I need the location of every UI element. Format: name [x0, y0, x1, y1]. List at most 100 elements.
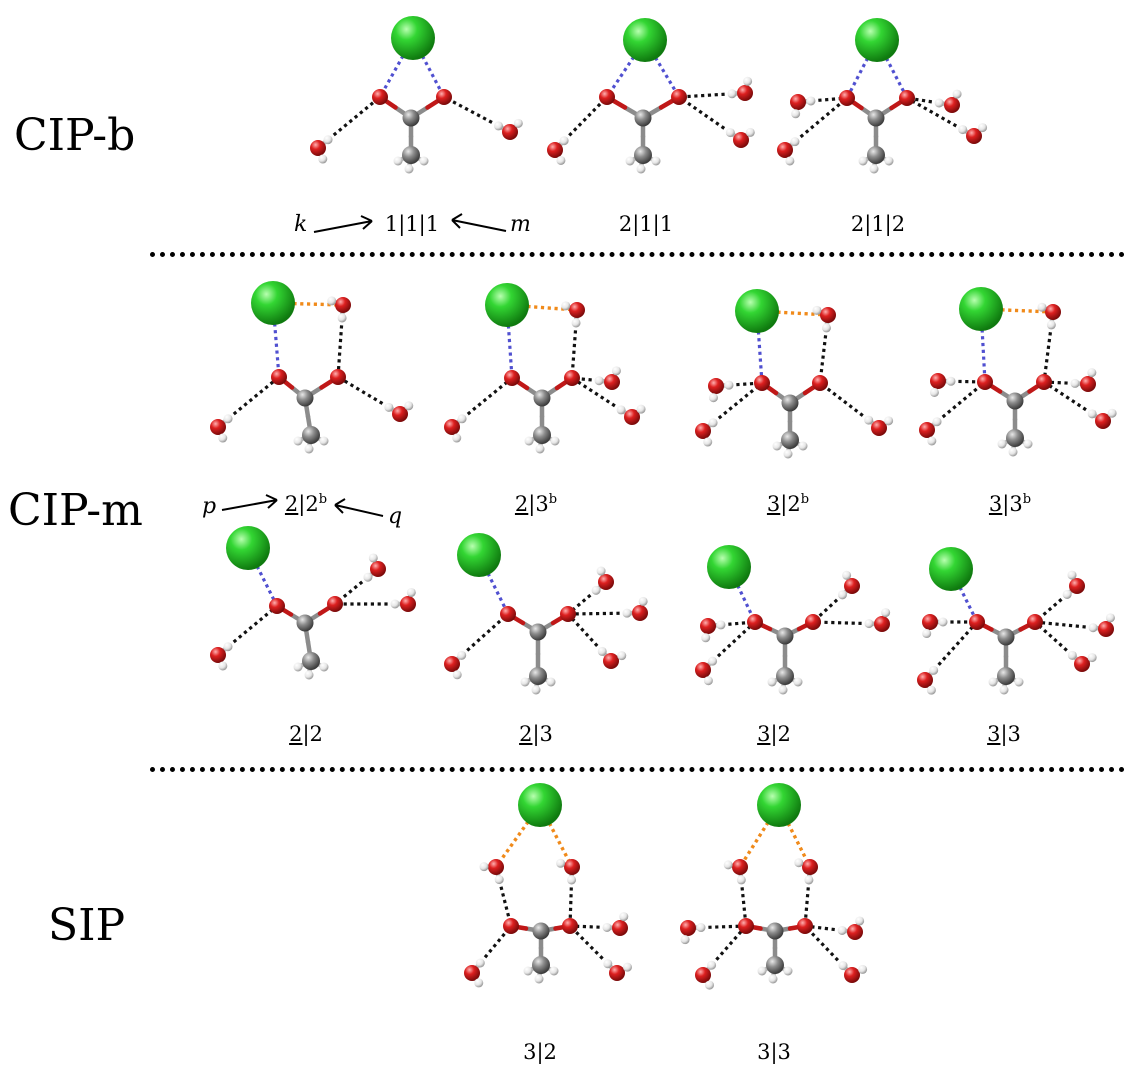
label-m2: 2|3: [519, 722, 553, 746]
hydrogen-atom: [864, 415, 874, 425]
structure-s2: [680, 783, 868, 990]
hydrogen-atom: [393, 156, 403, 166]
carboxylate-oxygen-atom: [564, 370, 580, 386]
carboxylate-oxygen-atom: [327, 596, 343, 612]
hydrogen-atom: [701, 633, 711, 643]
carboxyl-carbon-atom: [529, 623, 547, 641]
hydrogen-atom: [707, 960, 717, 970]
hydrogen-atom: [869, 164, 879, 174]
ion-water-contact: [538, 804, 574, 868]
row-title-sip: SIP: [48, 900, 126, 951]
water-oxygen-atom: [802, 859, 818, 875]
hydrogen-atom: [559, 136, 569, 146]
water-oxygen-atom: [1045, 304, 1061, 320]
annotation-p: p: [202, 494, 217, 519]
water-oxygen-atom: [732, 859, 748, 875]
carboxylate-oxygen-atom: [738, 918, 754, 934]
hydrogen-atom: [842, 570, 852, 580]
ion-sphere: [251, 281, 295, 325]
hydrogen-atom: [636, 404, 646, 414]
water-oxygen-atom: [847, 924, 863, 940]
hydrogen-atom: [1070, 378, 1080, 388]
hydrogen-atom: [1014, 677, 1024, 687]
hydrogen-atom: [793, 677, 803, 687]
water-oxygen-atom: [790, 94, 806, 110]
carboxylate-oxygen-atom: [747, 614, 763, 630]
hydrogen-atom: [1062, 589, 1072, 599]
water-oxygen-atom: [400, 596, 416, 612]
hbond-line: [701, 381, 764, 433]
ion-oxygen-contact: [845, 39, 879, 99]
ion-water-contact: [506, 303, 578, 312]
carboxylate-oxygen-atom: [812, 375, 828, 391]
hydrogen-atom: [952, 89, 962, 99]
hydrogen-atom: [708, 393, 718, 403]
hydrogen-atom: [922, 629, 932, 639]
carboxyl-carbon-atom: [296, 614, 314, 632]
carboxyl-carbon-atom: [296, 389, 314, 407]
structure-mb3: [695, 289, 894, 459]
structure-mb2: [444, 283, 646, 454]
hydrogen-atom: [703, 437, 713, 447]
carboxylate-oxygen-atom: [797, 918, 813, 934]
hbond-line: [494, 866, 513, 927]
hbond-line: [450, 612, 510, 666]
hydrogen-atom: [1046, 320, 1056, 330]
annotation-q: q: [388, 504, 403, 529]
hydrogen-atom: [524, 436, 534, 446]
carboxyl-carbon-atom: [1006, 392, 1024, 410]
hydrogen-atom: [327, 296, 337, 306]
label-mb3: 3|2b: [766, 492, 810, 516]
methyl-carbon-atom: [766, 956, 784, 974]
carboxylate-oxygen-atom: [1027, 614, 1043, 630]
carboxylate-oxygen-atom: [1036, 374, 1052, 390]
ion-sphere: [623, 18, 667, 62]
methyl-carbon-atom: [634, 146, 652, 164]
water-oxygen-atom: [1098, 621, 1114, 637]
carboxylate-oxygen-atom: [977, 374, 993, 390]
hydrogen-atom: [223, 642, 233, 652]
water-oxygen-atom: [210, 419, 226, 435]
water-oxygen-atom: [624, 409, 640, 425]
hydrogen-atom: [768, 974, 778, 984]
hydrogen-atom: [929, 387, 939, 397]
hbond-line: [678, 91, 746, 99]
water-oxygen-atom: [930, 373, 946, 389]
hydrogen-atom: [783, 449, 793, 459]
label-b2: 2|1|1: [618, 212, 674, 236]
methyl-carbon-atom: [997, 667, 1015, 685]
ion-oxygen-contact: [643, 39, 681, 98]
hydrogen-atom: [617, 651, 627, 661]
hydrogen-atom: [1107, 408, 1117, 418]
hydrogen-atom: [926, 685, 936, 695]
structure-m4: [917, 547, 1115, 695]
hydrogen-atom: [881, 608, 891, 618]
hydrogen-atom: [716, 620, 726, 630]
water-oxygen-atom: [922, 614, 938, 630]
label-b1: 1|1|1: [384, 212, 440, 236]
label-s1: 3|2: [523, 1040, 557, 1064]
water-oxygen-atom: [210, 647, 226, 663]
hydrogen-atom: [927, 436, 937, 446]
hbond-line: [336, 304, 345, 378]
hydrogen-atom: [858, 156, 868, 166]
hydrogen-atom: [884, 416, 894, 426]
water-oxygen-atom: [1080, 376, 1096, 392]
hydrogen-atom: [223, 414, 233, 424]
water-oxygen-atom: [820, 307, 836, 323]
hydrogen-atom: [546, 677, 556, 687]
water-oxygen-atom: [370, 561, 386, 577]
hydrogen-atom: [858, 964, 868, 974]
water-oxygen-atom: [335, 297, 351, 313]
ion-sphere: [855, 18, 899, 62]
hydrogen-atom: [821, 323, 831, 333]
structure-m1: [210, 526, 416, 680]
carboxyl-carbon-atom: [776, 627, 794, 645]
hydrogen-atom: [1105, 613, 1115, 623]
annotation-k: k: [294, 212, 308, 237]
hydrogen-atom: [513, 118, 523, 128]
hydrogen-atom: [619, 912, 629, 922]
hydrogen-atom: [988, 677, 998, 687]
methyl-carbon-atom: [302, 426, 320, 444]
water-oxygen-atom: [609, 965, 625, 981]
